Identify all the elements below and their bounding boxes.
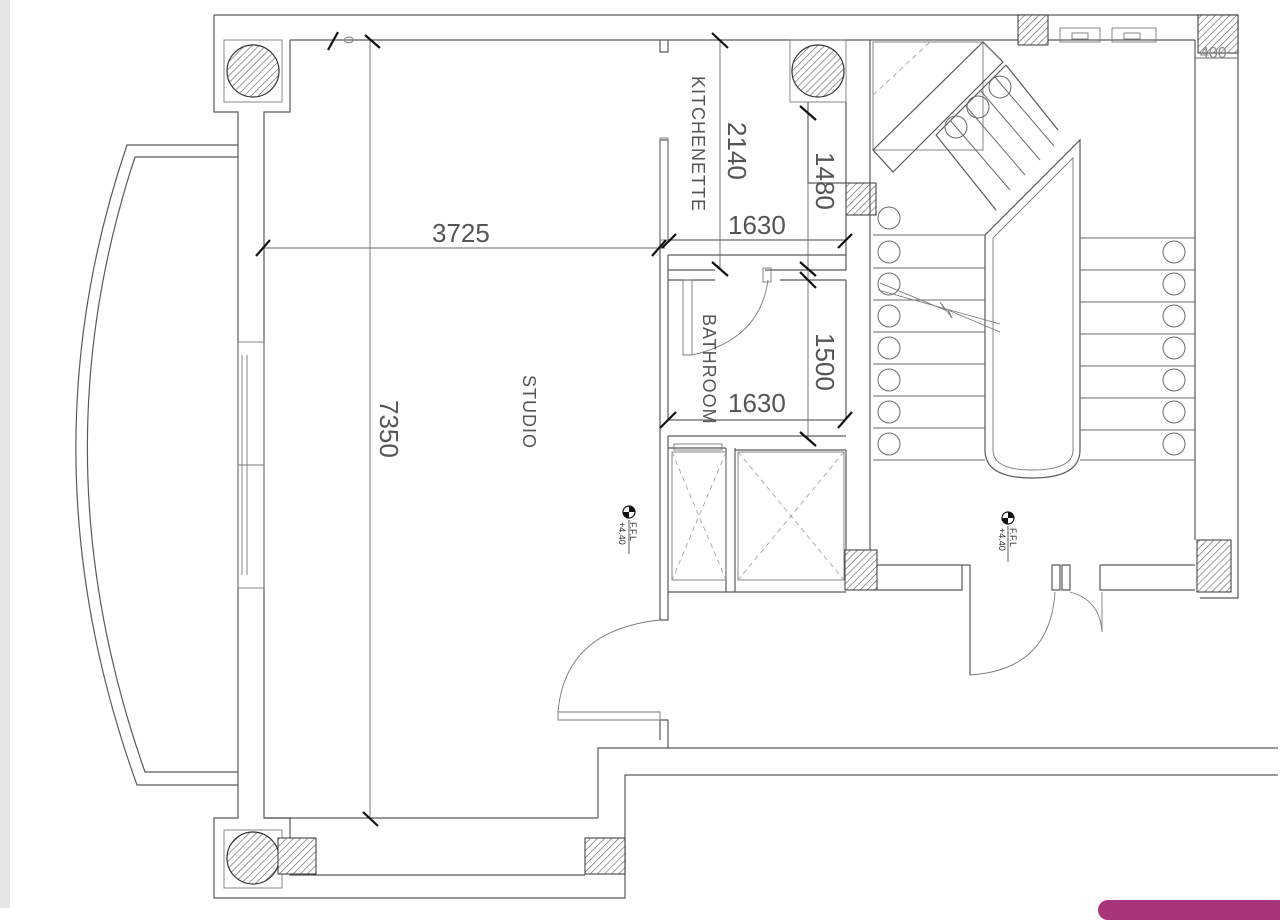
level-value-hall: +4.40 xyxy=(997,528,1007,551)
columns xyxy=(223,39,847,889)
hatched-blocks xyxy=(277,14,1239,875)
room-label-bathroom: BATHROOM xyxy=(699,314,719,425)
dim-shaft-height: 1480 xyxy=(810,152,840,210)
level-marker-studio: F.F.L +4.40 xyxy=(617,505,638,554)
dim-kitchen-width: 1630 xyxy=(728,210,786,240)
level-label-hall: F.F.L xyxy=(1008,528,1018,547)
level-label-studio: F.F.L xyxy=(628,522,638,541)
dimension-ticks xyxy=(255,31,853,827)
dim-studio-width: 3725 xyxy=(432,218,490,248)
dim-corner-small: 400 xyxy=(1200,45,1227,62)
room-label-kitchenette: KITCHENETTE xyxy=(688,76,708,212)
floating-action-button[interactable] xyxy=(1098,900,1280,920)
staircase xyxy=(872,41,1195,479)
dim-studio-length: 7350 xyxy=(374,400,404,458)
dim-kitchen-length: 2140 xyxy=(722,122,752,180)
doors xyxy=(557,267,1103,721)
dim-bath-length: 1500 xyxy=(810,333,840,391)
dim-bath-width: 1630 xyxy=(728,388,786,418)
dim-top-small: 0 xyxy=(341,36,357,44)
lift-shafts xyxy=(671,41,984,581)
level-value-studio: +4.40 xyxy=(617,522,627,545)
viewer-left-edge xyxy=(0,0,10,908)
balcony xyxy=(75,144,265,786)
level-marker-hall: F.F.L +4.40 xyxy=(997,511,1018,562)
dimension-lines xyxy=(262,40,1238,818)
top-fixtures xyxy=(1059,27,1157,43)
room-label-studio: STUDIO xyxy=(519,375,539,449)
kitchen-counter xyxy=(659,137,669,241)
